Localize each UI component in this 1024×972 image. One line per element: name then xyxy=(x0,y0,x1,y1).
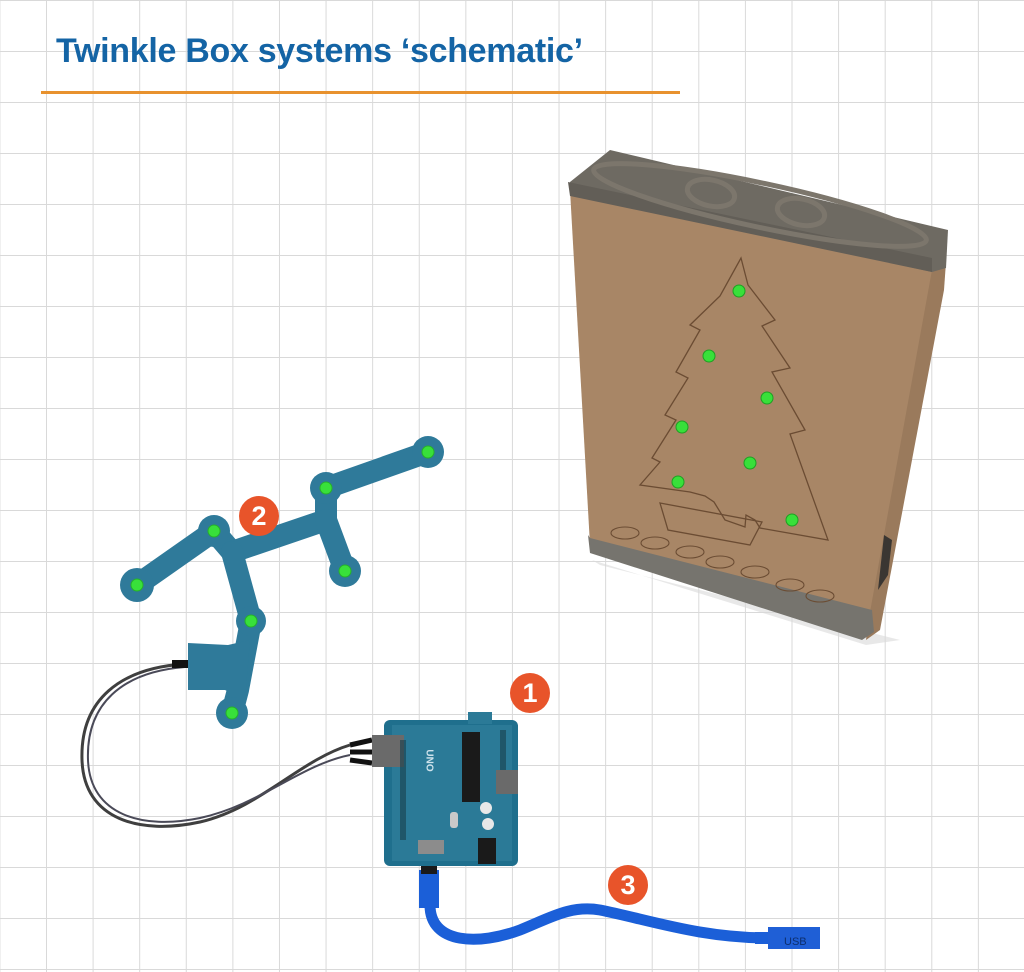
pcb-led xyxy=(225,706,239,720)
box-led xyxy=(760,391,774,405)
pcb-led xyxy=(207,524,221,538)
led-pcb xyxy=(120,436,444,729)
box-led xyxy=(702,349,716,363)
usb-connector-label: USB xyxy=(784,936,807,948)
pcb-led xyxy=(421,445,435,459)
jumper-cable xyxy=(80,660,373,828)
pcb-led xyxy=(244,614,258,628)
callout-badge-1: 1 xyxy=(510,673,550,713)
box-led xyxy=(732,284,746,298)
arduino-uno-board xyxy=(372,712,518,874)
usb-cable xyxy=(419,870,820,949)
box-led xyxy=(671,475,685,489)
box-led xyxy=(785,513,799,527)
title-underline xyxy=(41,91,680,94)
pcb-led xyxy=(319,481,333,495)
usb-connector xyxy=(768,927,820,949)
twinkle-box-enclosure xyxy=(568,150,948,645)
page-title: Twinkle Box systems ‘schematic’ xyxy=(56,32,583,70)
callout-badge-3: 3 xyxy=(608,865,648,905)
pcb-led xyxy=(130,578,144,592)
pcb-led xyxy=(338,564,352,578)
box-led xyxy=(743,456,757,470)
callout-badge-2: 2 xyxy=(239,496,279,536)
box-led xyxy=(675,420,689,434)
board-label: UNO xyxy=(423,749,435,772)
